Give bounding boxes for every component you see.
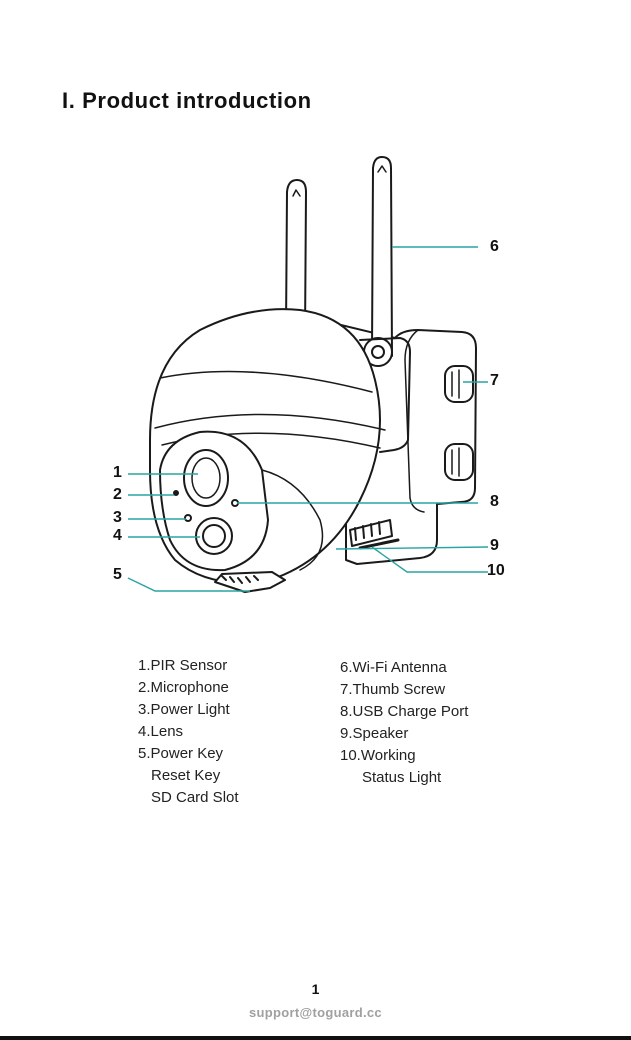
legend-item: 5.Power Key [138,743,239,765]
legend-item: 10.Working [340,745,468,767]
legend-item: 3.Power Light [138,699,239,721]
callout-number-2: 2 [113,486,122,504]
callout-number-9: 9 [490,537,499,555]
legend-item: Reset Key [138,765,239,787]
callout-number-4: 4 [113,527,122,545]
legend-item: 4.Lens [138,721,239,743]
callout-number-1: 1 [113,464,122,482]
bottom-rule [0,1036,631,1040]
legend-item: 1.PIR Sensor [138,655,239,677]
camera-diagram [0,0,631,640]
lens [196,518,232,554]
footer-email: support@toguard.cc [0,1005,631,1020]
callout-number-3: 3 [113,509,122,527]
legend-item: Status Light [340,767,468,789]
legend-item: 6.Wi-Fi Antenna [340,657,468,679]
callout-number-5: 5 [113,566,122,584]
callout-number-6: 6 [490,238,499,256]
page-number: 1 [0,981,631,997]
legend-right-column: 6.Wi-Fi Antenna 7.Thumb Screw 8.USB Char… [340,657,468,789]
legend-item: 2.Microphone [138,677,239,699]
front-antenna [372,157,392,356]
legend-left-column: 1.PIR Sensor 2.Microphone 3.Power Light … [138,655,239,809]
legend-item: SD Card Slot [138,787,239,809]
callout-number-7: 7 [490,372,499,390]
legend-item: 7.Thumb Screw [340,679,468,701]
microphone-hole [174,491,178,495]
legend-item: 9.Speaker [340,723,468,745]
callout-number-8: 8 [490,493,499,511]
legend-item: 8.USB Charge Port [340,701,468,723]
callout-number-10: 10 [487,562,505,580]
